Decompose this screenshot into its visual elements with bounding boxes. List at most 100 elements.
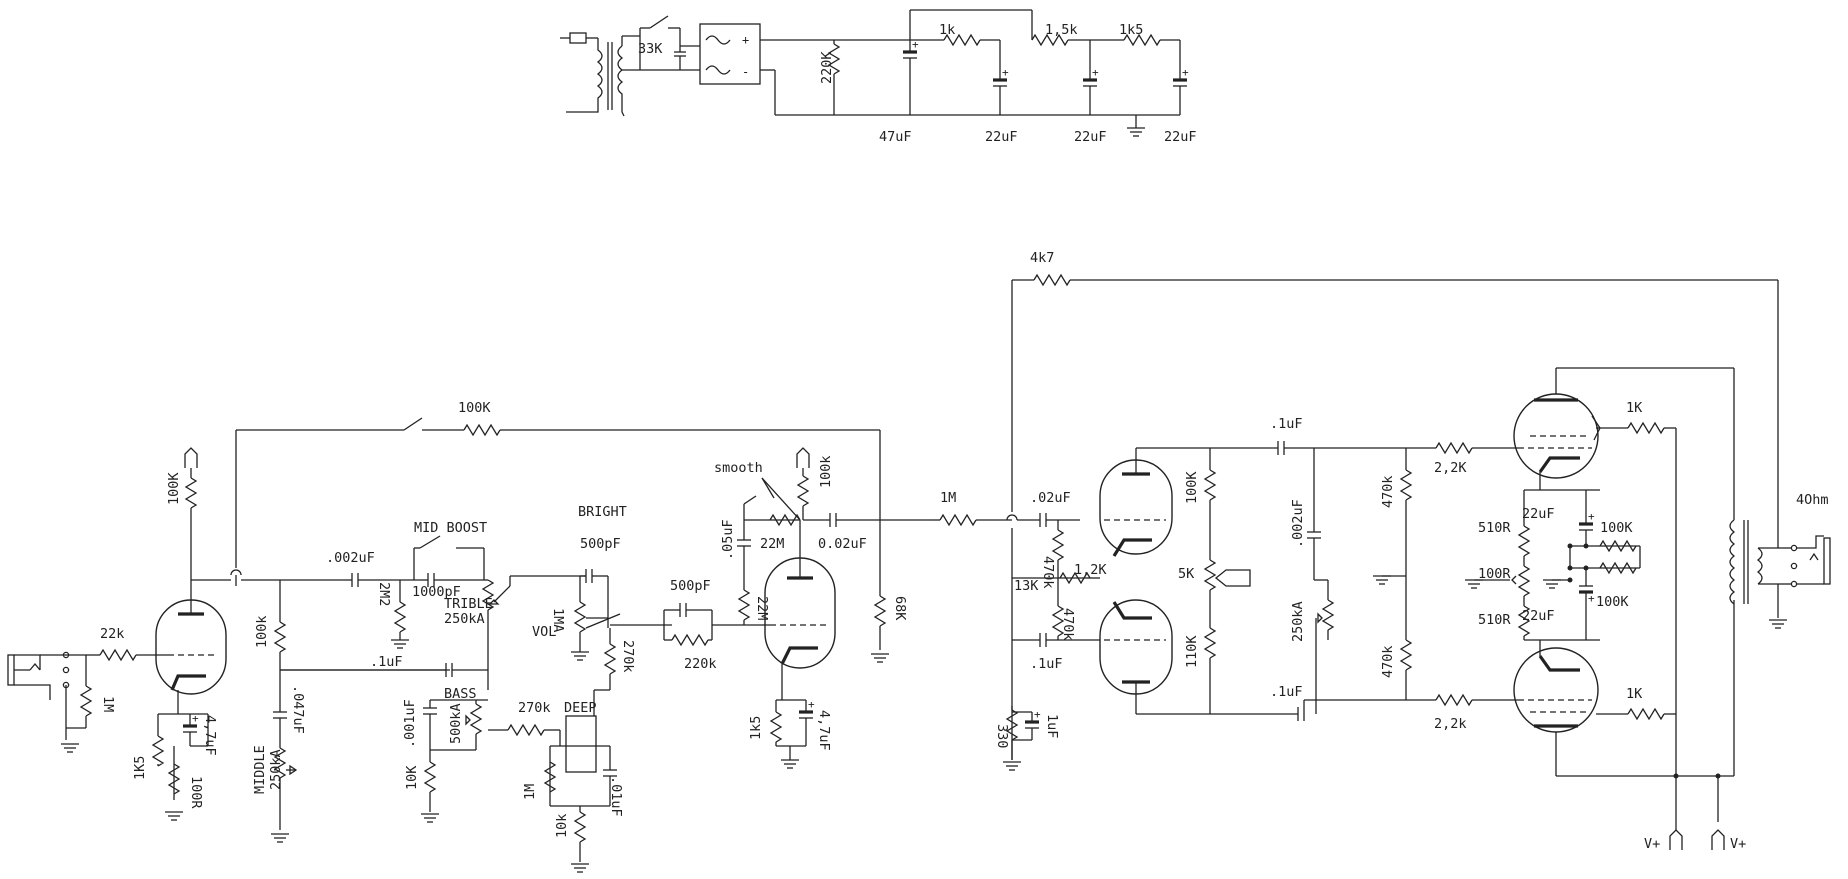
presence-potentiometer-5k: [1203, 559, 1217, 591]
resistor-10k: [423, 761, 437, 793]
preamp-label: 1k5: [748, 716, 764, 740]
depth-potentiometer-250ka: [1321, 599, 1335, 631]
preamp-label: 100k: [254, 615, 270, 648]
poweramp-label: 4Ohm: [1796, 492, 1829, 508]
preamp-label: 1K5: [132, 756, 148, 780]
ps-label: 33K: [638, 41, 663, 57]
preamp-label: BASS: [444, 686, 477, 702]
bass-potentiometer: [469, 703, 483, 735]
preamp-label: 1M: [522, 784, 538, 800]
phase-inverter-tube-b: [1099, 599, 1173, 695]
ps-label: 1k: [939, 22, 955, 38]
preamp-label: 10K: [404, 765, 420, 790]
resistor-100k-bias-b: [1599, 561, 1637, 575]
poweramp-label: 100R: [1478, 566, 1511, 582]
preamp-label: 220k: [684, 656, 717, 672]
standby-switch: [649, 15, 669, 29]
volume-potentiometer: [573, 601, 587, 633]
ps-label: 22uF: [985, 129, 1018, 145]
poweramp-label: V+: [1730, 836, 1746, 852]
poweramp-label: 1uF: [1044, 714, 1060, 738]
resistor-330: [1005, 709, 1019, 741]
resistor-470k-grid-a: [1399, 469, 1413, 501]
poweramp-label: 330: [994, 724, 1010, 748]
smooth-switch: [743, 495, 757, 505]
power-amp-section: 4k7 .02uF 470k 1,2K 13K 470k .1uF 330: [994, 250, 1831, 852]
transformer-secondary: [617, 45, 625, 117]
poweramp-label: .1uF: [1030, 656, 1063, 672]
resistor-68k: [873, 595, 887, 627]
poweramp-label: 100K: [1600, 520, 1633, 536]
preamp-label: 100k: [818, 455, 834, 488]
preamp-label: 270k: [620, 640, 636, 673]
preamp-label: VOL: [532, 624, 556, 640]
preamp-label: 100R: [188, 776, 204, 809]
preamp-label: 4,7uF: [202, 715, 218, 756]
power-supply-section: 33K + - 220K + 47uF 1k + 22uF: [560, 9, 1197, 145]
poweramp-label: 2,2k: [1434, 716, 1467, 732]
poweramp-label: 510R: [1478, 612, 1511, 628]
resistor-470k-grid-b: [1399, 639, 1413, 671]
preamp-label: .047uF: [290, 685, 306, 734]
ps-label: 22uF: [1164, 129, 1197, 145]
preamp-label: 250kA: [444, 611, 485, 627]
preamp-label: 270k: [518, 700, 551, 716]
fuse-symbol: [569, 32, 587, 44]
preamp-label: 4,7uF: [816, 710, 832, 751]
resistor-470k-pi: [1051, 529, 1065, 561]
resistor-22m: [769, 513, 801, 527]
resistor-1m-deep: [543, 761, 557, 793]
preamp-label: DEEP: [564, 700, 597, 716]
resistor-100k-pi-plate: [1203, 469, 1217, 501]
middle-potentiometer: [273, 747, 287, 779]
preamp-label: .002uF: [326, 550, 375, 566]
speaker-jack: [1823, 537, 1831, 585]
resistor-470k-pi2: [1051, 605, 1065, 637]
resistor-510r-a: [1517, 525, 1531, 557]
resistor-2-2k-a: [1435, 441, 1473, 455]
poweramp-label: 22uF: [1522, 608, 1555, 624]
poweramp-label: 1K: [1626, 686, 1643, 702]
treble-potentiometer: [481, 579, 495, 611]
preamp-label: .001uF: [402, 699, 418, 748]
preamp-label: 250kA: [268, 749, 284, 790]
poweramp-label: 22uF: [1522, 506, 1555, 522]
preamp-label: .05uF: [720, 519, 736, 560]
preamp-label: 68K: [892, 596, 908, 621]
preamp-label: 22M: [754, 596, 770, 620]
svg-text:+: +: [1588, 510, 1595, 523]
svg-text:+: +: [1092, 66, 1099, 79]
poweramp-label: 100K: [1184, 471, 1200, 504]
preamp-label: TRIBLE: [444, 596, 493, 612]
resistor-10k-deep: [573, 811, 587, 843]
preamp-label: MIDDLE: [252, 745, 268, 794]
preamp-label: 22M: [760, 536, 784, 552]
svg-text:+: +: [1034, 708, 1041, 721]
poweramp-label: 470k: [1040, 556, 1056, 589]
preamp-label: 100K: [458, 400, 491, 416]
ps-label: 220K: [819, 51, 835, 84]
resistor-1k5: [1123, 33, 1161, 47]
poweramp-label: 100K: [1596, 594, 1629, 610]
resistor-100k-plate: [184, 477, 198, 509]
poweramp-label: 470k: [1060, 608, 1076, 641]
power-tube-b: [1513, 647, 1599, 733]
svg-text:+: +: [912, 38, 919, 51]
mid-boost-switch: [419, 535, 441, 549]
switch-100k: [403, 417, 423, 431]
poweramp-label: 5K: [1178, 566, 1195, 582]
resistor-220k: [671, 633, 709, 647]
resistor-270k: [603, 643, 617, 675]
poweramp-label: 1K: [1626, 400, 1643, 416]
output-transformer-secondary: [1756, 547, 1763, 585]
svg-text:+: +: [1588, 592, 1595, 605]
resistor-2m2: [393, 601, 407, 633]
poweramp-label: V+: [1644, 836, 1660, 852]
preamp-label: 0.02uF: [818, 536, 867, 552]
poweramp-label: .1uF: [1270, 416, 1303, 432]
preamp-label: MID BOOST: [414, 520, 487, 536]
preamp-label: 500kA: [448, 703, 464, 744]
rectifier-bridge: [699, 23, 761, 85]
poweramp-label: .02uF: [1030, 490, 1071, 506]
resistor-220k: [827, 43, 841, 75]
